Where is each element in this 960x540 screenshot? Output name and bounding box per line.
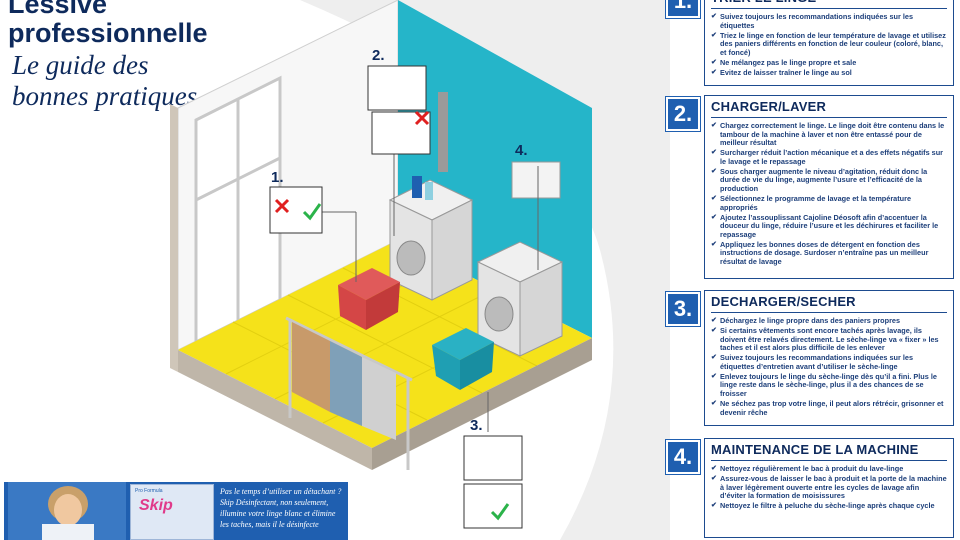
step-2: 2. CHARGER/LAVER Chargez correctement le… — [666, 95, 960, 279]
callout-number-3: 3. — [470, 417, 483, 434]
list-item: Surcharger réduit l’action mécanique et … — [711, 148, 947, 166]
list-item: Si certains vêtements sont encore tachés… — [711, 326, 947, 353]
step-card: MAINTENANCE DE LA MACHINE Nettoyez régul… — [704, 438, 954, 538]
check-icon — [490, 503, 510, 521]
step-number: 1. — [666, 0, 700, 18]
list-item: Sélectionnez le programme de lavage et l… — [711, 194, 947, 212]
list-item: Assurez-vous de laisser le bac à produit… — [711, 474, 947, 501]
step-card: DECHARGER/SECHER Déchargez le linge prop… — [704, 290, 954, 426]
list-item: Triez le linge en fonction de leur tempé… — [711, 31, 947, 58]
promo-banner: Pro Formula Skip Pas le temps d’utiliser… — [4, 482, 348, 540]
step-3: 3. DECHARGER/SECHER Déchargez le linge p… — [666, 290, 960, 426]
step-title: DECHARGER/SECHER — [711, 295, 947, 313]
list-item: Nettoyez régulièrement le bac à produit … — [711, 464, 947, 474]
promo-text: Pas le temps d’utiliser un détachant ? S… — [220, 487, 342, 529]
pack-label: Pro Formula — [135, 488, 163, 494]
step-title: TRIER LE LINGE — [711, 0, 947, 9]
step-card: TRIER LE LINGE Suivez toujours les recom… — [704, 0, 954, 86]
list-item: Evitez de laisser traîner le linge au so… — [711, 68, 947, 78]
callout-number-4: 4. — [515, 142, 528, 159]
pack-brand: Skip — [139, 497, 173, 514]
list-item: Ne mélangez pas le linge propre et sale — [711, 58, 947, 68]
step-card: CHARGER/LAVER Chargez correctement le li… — [704, 95, 954, 279]
callout-number-1: 1. — [271, 169, 284, 186]
step-4: 4. MAINTENANCE DE LA MACHINE Nettoyez ré… — [666, 438, 960, 538]
list-item: Appliquez les bonnes doses de détergent … — [711, 240, 947, 267]
title-line-2: professionnelle — [8, 18, 208, 48]
step-1: 1. TRIER LE LINGE Suivez toujours les re… — [666, 0, 960, 88]
cross-icon — [274, 198, 290, 214]
list-item: Sous charger augmente le niveau d’agitat… — [711, 167, 947, 194]
list-item: Ajoutez l’assouplissant Cajoline Déosoft… — [711, 213, 947, 240]
step-number: 3. — [666, 292, 700, 326]
cross-icon — [414, 110, 430, 126]
step-number: 2. — [666, 97, 700, 131]
callout-number-2: 2. — [372, 47, 385, 64]
laundry-room-illustration: 1. 2. 3. 4. — [170, 0, 670, 540]
list-item: Chargez correctement le linge. Le linge … — [711, 121, 947, 148]
list-item: Ne séchez pas trop votre linge, il peut … — [711, 399, 947, 417]
list-item: Déchargez le linge propre dans des panie… — [711, 316, 947, 326]
step-title: CHARGER/LAVER — [711, 100, 947, 118]
list-item: Suivez toujours les recommandations indi… — [711, 353, 947, 371]
list-item: Enlevez toujours le linge du sèche-linge… — [711, 372, 947, 399]
check-icon — [302, 203, 322, 221]
presenter-photo — [8, 482, 126, 540]
subtitle: Le guide des bonnes pratiques — [12, 50, 198, 111]
title-line-1: Lessive — [8, 0, 108, 19]
product-pack: Pro Formula Skip — [130, 484, 214, 540]
step-title: MAINTENANCE DE LA MACHINE — [711, 443, 947, 461]
step-number: 4. — [666, 440, 700, 474]
list-item: Suivez toujours les recommandations indi… — [711, 12, 947, 30]
list-item: Nettoyez le filtre à peluche du sèche-li… — [711, 502, 947, 511]
